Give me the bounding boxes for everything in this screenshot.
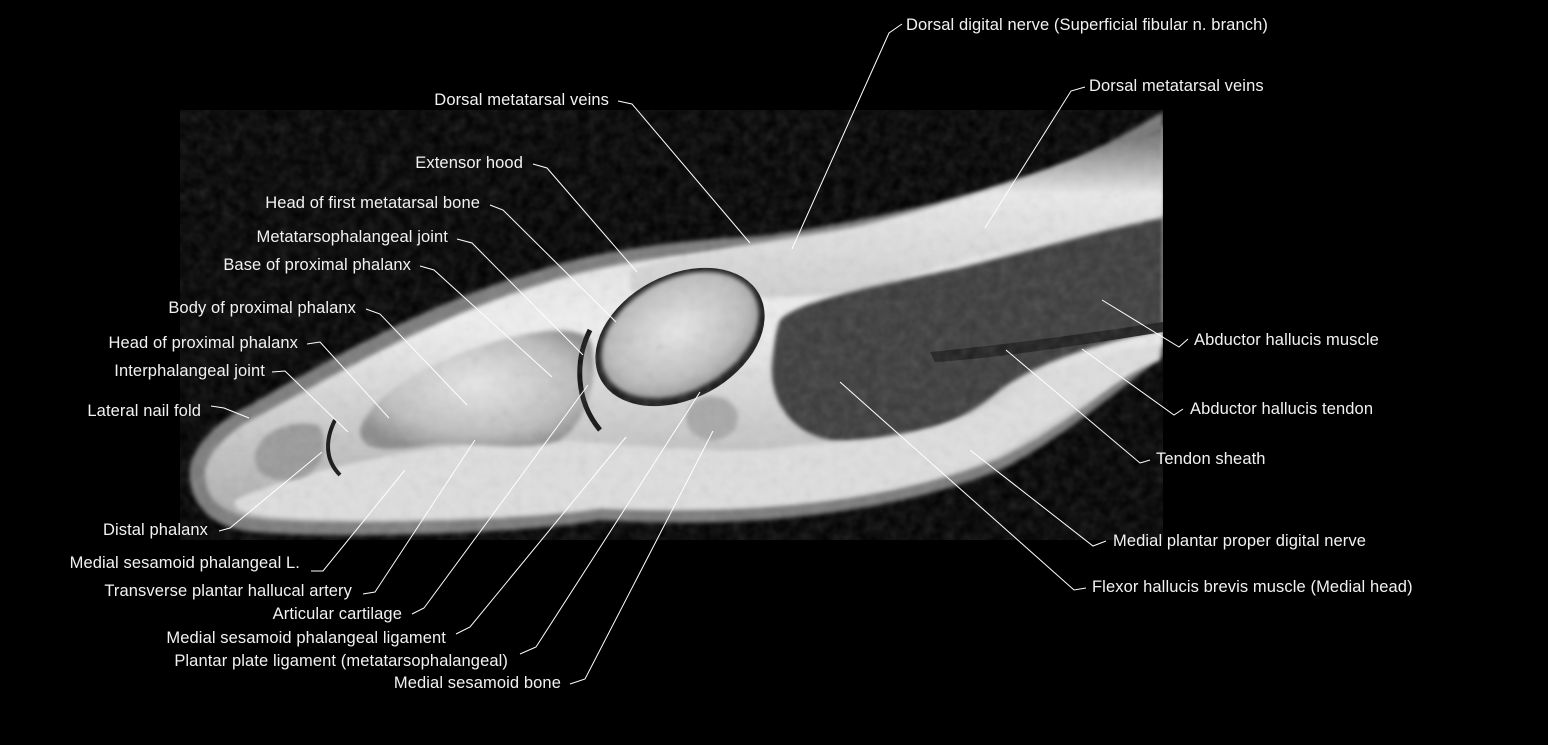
leader-line-dorsal-digital-nerve [791,23,903,250]
leader-line-transverse-plantar-hallucal-artery [362,439,476,595]
label-plantar-plate-ligament: Plantar plate ligament (metatarsophalang… [174,652,508,670]
label-dorsal-metatarsal-veins-left: Dorsal metatarsal veins [434,91,609,109]
label-head-first-metatarsal: Head of first metatarsal bone [265,194,480,212]
label-abductor-hallucis-tendon: Abductor hallucis tendon [1190,400,1374,418]
leader-line-lateral-nail-fold [210,405,250,419]
leader-line-tendon-sheath [1005,349,1151,464]
label-interphalangeal-joint: Interphalangeal joint [114,362,265,380]
leader-lines [210,23,1189,685]
leader-line-flexor-hallucis-brevis [839,381,1087,591]
label-medial-sesamoid-phalangeal-l: Medial sesamoid phalangeal L. [69,554,300,572]
leader-line-abductor-hallucis-tendon [1081,348,1184,416]
leader-line-medial-sesamoid-phalangeal-l [311,469,406,572]
label-medial-sesamoid-bone: Medial sesamoid bone [393,674,561,692]
label-tendon-sheath: Tendon sheath [1156,450,1266,468]
label-transverse-plantar-hallucal-artery: Transverse plantar hallucal artery [104,582,352,600]
label-distal-phalanx: Distal phalanx [102,521,208,539]
label-flexor-hallucis-brevis: Flexor hallucis brevis muscle (Medial he… [1092,578,1413,596]
leader-line-medial-sesamoid-bone [569,430,714,685]
label-dorsal-digital-nerve: Dorsal digital nerve (Superficial fibula… [906,16,1268,34]
label-extensor-hood: Extensor hood [415,154,523,172]
leader-line-interphalangeal-joint [271,370,349,433]
leader-line-extensor-hood [532,163,638,273]
label-head-proximal-phalanx: Head of proximal phalanx [108,334,298,352]
leader-line-abductor-hallucis-muscle [1101,299,1189,348]
leader-line-distal-phalanx [218,451,323,532]
label-dorsal-metatarsal-veins-right: Dorsal metatarsal veins [1089,77,1264,95]
leader-line-body-proximal-phalanx [365,308,468,406]
leader-line-medial-sesamoid-phalangeal-ligament [455,436,627,635]
mri-anatomy [180,0,1548,745]
leader-line-plantar-plate-ligament [519,391,701,655]
leader-line-dorsal-metatarsal-veins-left [617,100,751,244]
leader-line-mtp-joint [456,238,584,356]
leader-line-head-first-metatarsal [489,204,617,323]
label-body-proximal-phalanx: Body of proximal phalanx [168,299,356,317]
leader-line-medial-plantar-proper-digital-nerve [969,449,1107,547]
label-articular-cartilage: Articular cartilage [272,605,402,623]
leader-line-dorsal-metatarsal-veins-right [984,86,1086,229]
label-abductor-hallucis-muscle: Abductor hallucis muscle [1194,331,1379,349]
label-medial-plantar-proper-digital-nerve: Medial plantar proper digital nerve [1113,532,1366,550]
label-base-proximal-phalanx: Base of proximal phalanx [223,256,411,274]
leader-line-base-proximal-phalanx [419,265,553,378]
leader-line-head-proximal-phalanx [306,341,390,419]
leader-line-articular-cartilage [411,384,589,615]
label-mtp-joint: Metatarsophalangeal joint [256,228,448,246]
label-medial-sesamoid-phalangeal-ligament: Medial sesamoid phalangeal ligament [166,629,446,647]
right-black-margin [1163,0,1548,745]
label-lateral-nail-fold: Lateral nail fold [87,402,201,420]
